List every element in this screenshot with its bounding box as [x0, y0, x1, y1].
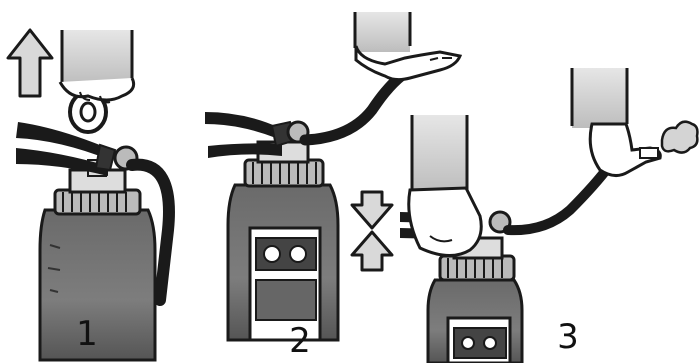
hand-2: [355, 12, 460, 80]
hand-1: [60, 30, 134, 102]
step-number-2: 2: [289, 321, 311, 361]
step-1-illustration: [8, 30, 169, 360]
hand-3-squeeze: [409, 115, 482, 256]
step-number-1: 1: [76, 314, 98, 354]
hand-3-aim: [572, 68, 660, 176]
squeeze-arrows-icon: [352, 192, 392, 270]
step-3-illustration: [352, 68, 697, 363]
step-number-3: 3: [557, 317, 579, 357]
spray-puff-icon: [662, 122, 697, 153]
up-arrow-icon: [8, 30, 52, 96]
